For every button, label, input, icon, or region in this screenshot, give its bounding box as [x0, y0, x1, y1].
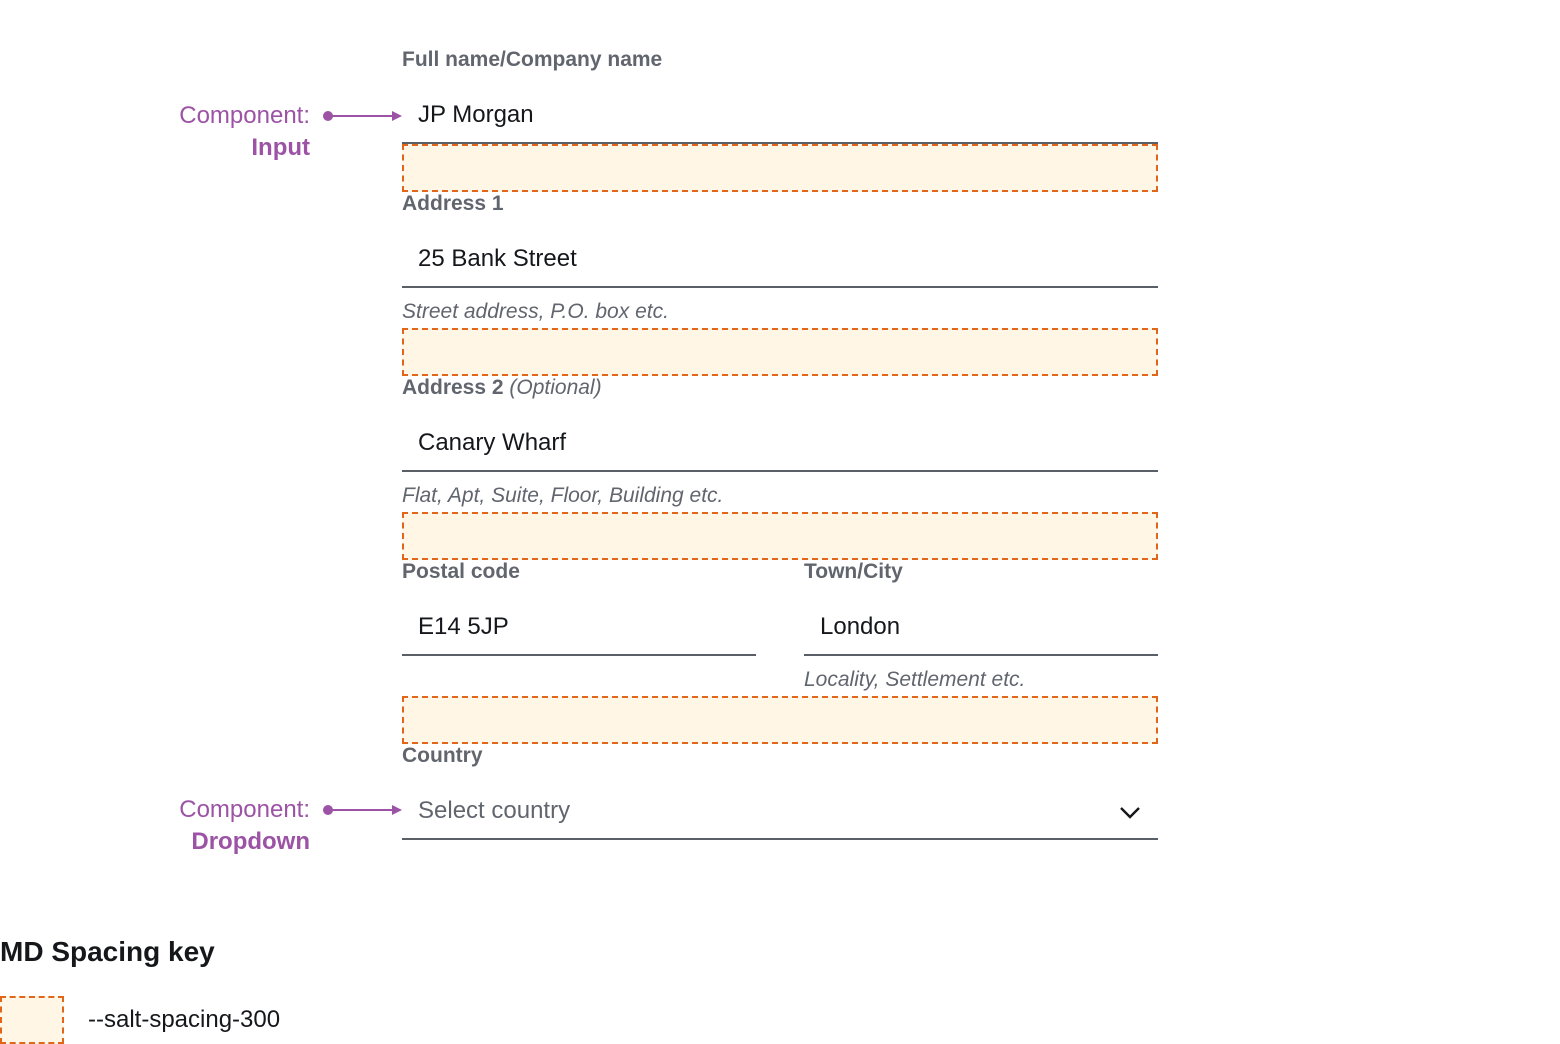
- spacing-block: [402, 512, 1158, 560]
- spacing-key-swatch: [0, 996, 64, 1044]
- postal-code-underline: [402, 654, 756, 656]
- annotation-input-prefix: Component:: [179, 102, 310, 129]
- address2-input[interactable]: Canary Wharf: [402, 424, 1158, 472]
- postal-code-label: Postal code: [402, 560, 520, 583]
- spacing-key-label: --salt-spacing-300: [88, 1006, 281, 1033]
- town-underline: [804, 654, 1158, 656]
- address1-helper-text: Street address, P.O. box etc.: [402, 300, 669, 323]
- spacing-block: [402, 144, 1158, 192]
- annotation-input-name: Input: [251, 134, 310, 161]
- full-name-underline: [402, 142, 1158, 144]
- town-value: London: [820, 613, 901, 640]
- annotation-arrow-input: [323, 111, 402, 121]
- address2-label-text: Address 2: [402, 376, 504, 399]
- spacing-block: [402, 696, 1158, 744]
- postal-code-input[interactable]: E14 5JP: [402, 608, 756, 656]
- address1-value: 25 Bank Street: [418, 245, 577, 272]
- address2-underline: [402, 470, 1158, 472]
- address1-input[interactable]: 25 Bank Street: [402, 240, 1158, 288]
- address2-helper-text: Flat, Apt, Suite, Floor, Building etc.: [402, 484, 724, 507]
- address1-label: Address 1: [402, 192, 504, 215]
- full-name-label: Full name/Company name: [402, 48, 663, 71]
- address2-label: Address 2 (Optional): [402, 376, 602, 400]
- annotation-arrow-dropdown: [323, 805, 402, 815]
- chevron-down-icon: [1120, 807, 1140, 819]
- country-underline: [402, 838, 1158, 840]
- spacing-block: [402, 328, 1158, 376]
- town-input[interactable]: London: [804, 608, 1158, 656]
- country-placeholder: Select country: [418, 797, 571, 824]
- address1-underline: [402, 286, 1158, 288]
- annotation-dropdown-prefix: Component:: [179, 796, 310, 823]
- annotation-dropdown-name: Dropdown: [191, 828, 310, 855]
- country-label: Country: [402, 744, 483, 767]
- full-name-value: JP Morgan: [418, 101, 534, 128]
- town-helper-text: Locality, Settlement etc.: [804, 668, 1026, 691]
- country-dropdown[interactable]: Select country: [402, 792, 1158, 840]
- address2-value: Canary Wharf: [418, 429, 567, 456]
- full-name-input[interactable]: JP Morgan: [402, 96, 1158, 144]
- spacing-key-title: MD Spacing key: [0, 936, 215, 967]
- town-label: Town/City: [804, 560, 903, 583]
- address2-optional-tag: (Optional): [509, 376, 602, 399]
- postal-code-value: E14 5JP: [418, 613, 509, 640]
